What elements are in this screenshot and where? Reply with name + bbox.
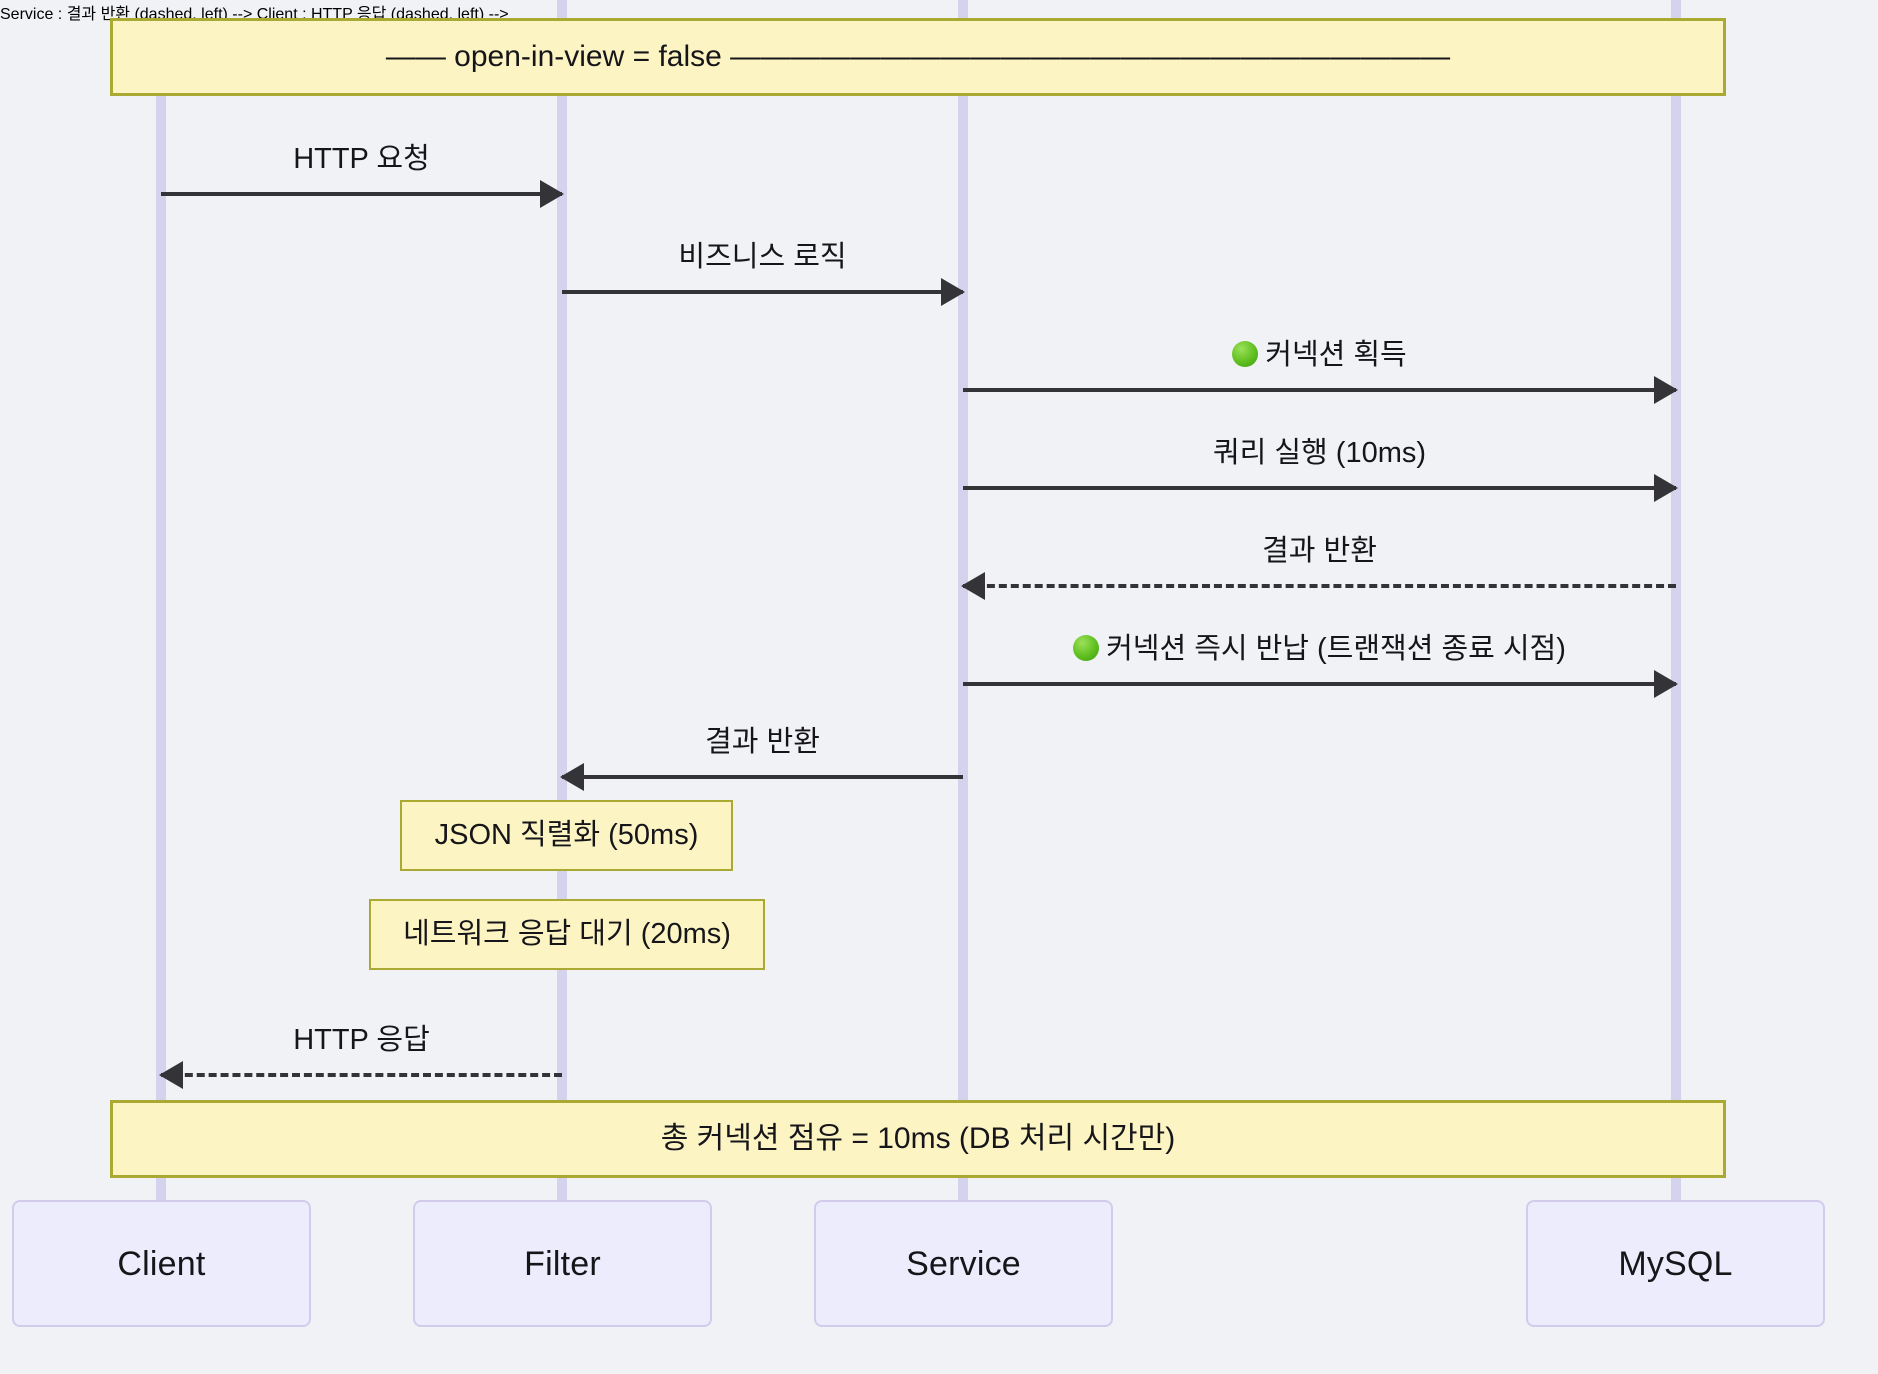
message-line — [562, 290, 963, 294]
participant-client[interactable]: Client — [12, 1200, 311, 1327]
message-line — [562, 775, 963, 779]
message-label: 비즈니스 로직 — [678, 241, 847, 273]
participant-label: Service — [906, 1244, 1021, 1283]
message-label: 커넥션 즉시 반납 (트랜잭션 종료 시점) — [963, 635, 1676, 664]
message-line — [963, 584, 1676, 588]
lifeline-filter — [557, 0, 567, 1201]
message-label: 커넥션 획득 — [963, 341, 1676, 370]
arrowhead-right-icon — [1654, 474, 1678, 502]
message-label: 결과 반환 — [705, 726, 820, 758]
lifeline-service — [958, 0, 968, 1201]
participant-label: MySQL — [1618, 1244, 1733, 1283]
banner-bottom-label: 총 커넥션 점유 = 10ms (DB 처리 시간만) — [660, 1122, 1176, 1155]
message-line — [161, 192, 562, 196]
message-label: HTTP 요청 — [293, 143, 430, 175]
message-label: 결과 반환 — [1262, 535, 1377, 567]
note-label: JSON 직렬화 (50ms) — [434, 819, 699, 851]
arrowhead-left-icon — [961, 572, 985, 600]
message-line — [161, 1073, 562, 1077]
arrowhead-left-icon — [159, 1061, 183, 1089]
note-network-wait: 네트워크 응답 대기 (20ms) — [369, 899, 765, 970]
participant-label: Filter — [524, 1244, 601, 1283]
message-label-text: 커넥션 획득 — [1265, 339, 1407, 371]
green-circle-icon — [1073, 635, 1100, 661]
lifeline-mysql — [1671, 0, 1681, 1201]
participant-label: Client — [117, 1244, 206, 1283]
banner-top-label: —— open-in-view = false ————————————————… — [385, 40, 1451, 73]
message-label: HTTP 응답 — [293, 1024, 430, 1056]
message-line — [963, 682, 1676, 686]
banner-open-in-view: —— open-in-view = false ————————————————… — [110, 18, 1726, 96]
message-label-text: 커넥션 즉시 반납 (트랜잭션 종료 시점) — [1106, 633, 1566, 665]
participant-service[interactable]: Service — [814, 1200, 1113, 1327]
message-line — [963, 388, 1676, 392]
arrowhead-right-icon — [1654, 376, 1678, 404]
lifeline-client — [156, 96, 166, 1201]
note-label: 네트워크 응답 대기 (20ms) — [403, 918, 731, 950]
arrowhead-right-icon — [1654, 670, 1678, 698]
arrowhead-left-icon — [560, 763, 584, 791]
green-circle-icon — [1232, 341, 1259, 367]
message-label: 쿼리 실행 (10ms) — [1212, 437, 1427, 469]
participant-filter[interactable]: Filter — [413, 1200, 712, 1327]
message-line — [963, 486, 1676, 490]
arrowhead-right-icon — [540, 180, 564, 208]
banner-total-connection-usage: 총 커넥션 점유 = 10ms (DB 처리 시간만) — [110, 1100, 1726, 1178]
note-json-serialization: JSON 직렬화 (50ms) — [400, 800, 733, 871]
arrowhead-right-icon — [941, 278, 965, 306]
participant-mysql[interactable]: MySQL — [1526, 1200, 1825, 1327]
